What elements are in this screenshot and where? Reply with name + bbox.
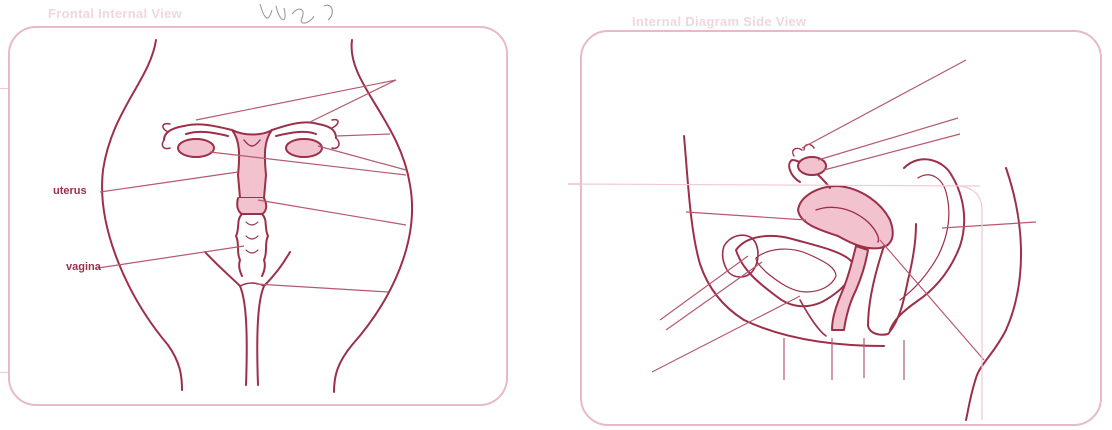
uterus-body: [232, 130, 272, 198]
right-fallopian-tube-lower: [276, 132, 316, 136]
vaginal-canal-left: [236, 214, 242, 276]
right-ovary: [286, 139, 322, 157]
ovary-side: [798, 157, 826, 175]
pubic-curve-right: [264, 252, 290, 286]
leader-line: [652, 296, 800, 372]
vagina-label: vagina: [66, 261, 101, 273]
leader-line: [196, 80, 396, 120]
leader-line: [818, 118, 958, 160]
left-fallopian-tube-lower: [186, 132, 228, 136]
pubic-curve: [205, 252, 240, 286]
left-inner-thigh: [240, 286, 247, 385]
left-hip-contour: [102, 40, 182, 390]
leader-line: [666, 262, 762, 330]
vaginal-canal-right: [262, 214, 268, 276]
leader-line: [942, 222, 1036, 228]
leader-line: [660, 256, 748, 320]
leader-line: [256, 284, 388, 292]
fimbriae-side: [793, 144, 814, 156]
side-leader-lines: [568, 60, 1036, 380]
leader-line: [98, 246, 244, 268]
vaginal-rugae: [246, 222, 258, 253]
right-hip-contour: [334, 40, 412, 392]
leader-line: [100, 172, 238, 192]
leader-line: [880, 240, 984, 360]
back-outline: [966, 168, 1021, 420]
uterus-label: uterus: [53, 185, 87, 197]
left-ovary: [178, 139, 214, 157]
leader-line: [258, 200, 406, 225]
bladder-inner: [756, 249, 836, 292]
frontal-view-drawing: [102, 40, 412, 392]
right-inner-thigh: [257, 286, 264, 385]
sigmoid-colon: [890, 159, 964, 330]
leader-line: [802, 60, 966, 148]
leader-line: [686, 212, 806, 220]
guide-line: [568, 184, 980, 186]
side-view-drawing: [684, 136, 1021, 420]
left-fimbriae: [162, 124, 170, 149]
abdomen-outline: [684, 136, 744, 320]
leader-line: [336, 134, 390, 136]
